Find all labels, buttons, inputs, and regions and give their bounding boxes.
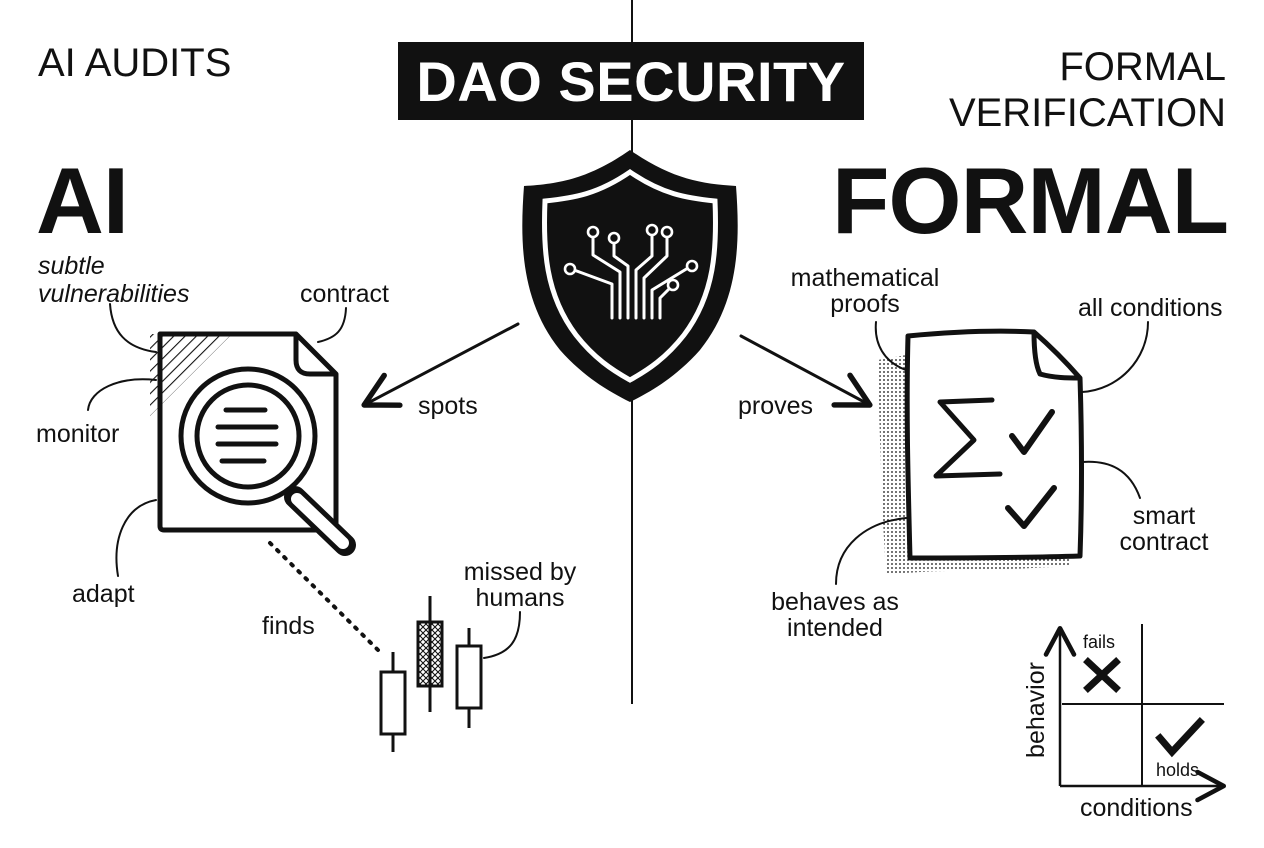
label-finds: finds bbox=[262, 612, 315, 640]
label-behaves-line2: intended bbox=[787, 614, 883, 642]
check-icon bbox=[1155, 717, 1205, 758]
quadrant-label-holds: holds bbox=[1156, 760, 1200, 780]
check-icon bbox=[1009, 409, 1055, 455]
left-heading-big: AI bbox=[36, 148, 129, 253]
right-heading-big: FORMAL bbox=[831, 148, 1229, 253]
leader-missed bbox=[483, 611, 521, 659]
magnifier-document-icon bbox=[150, 331, 356, 556]
leader-contract bbox=[317, 307, 347, 343]
label-math-line2: proofs bbox=[830, 290, 900, 318]
label-missed-line1: missed by bbox=[463, 558, 577, 586]
hatched-corner bbox=[150, 334, 232, 416]
sigma-document-icon bbox=[878, 328, 1084, 574]
quadrant-diagram bbox=[1043, 624, 1227, 803]
page-title: DAO SECURITY bbox=[398, 42, 864, 120]
label-math-line1: mathematical bbox=[790, 264, 940, 292]
label-subtle-line2: vulnerabilities bbox=[38, 280, 190, 308]
leader-subtle bbox=[109, 303, 157, 353]
arrow-to-formal-document bbox=[739, 334, 873, 408]
quadrant-label-fails: fails bbox=[1083, 632, 1116, 652]
label-missed-line2: humans bbox=[475, 584, 565, 612]
shield-circuit-icon bbox=[522, 150, 738, 402]
quadrant-x-axis-label: conditions bbox=[1080, 794, 1193, 822]
leader-monitor bbox=[87, 378, 157, 411]
candlestick-icon bbox=[379, 596, 483, 752]
check-icon bbox=[1005, 485, 1057, 529]
leader-smart bbox=[1081, 460, 1141, 499]
label-subtle-line1: subtle bbox=[38, 252, 105, 280]
arrow-to-ai-document bbox=[361, 322, 520, 408]
right-heading-small-line1: FORMAL bbox=[1059, 45, 1226, 89]
dotted-finds-line bbox=[268, 541, 382, 654]
leader-behaves bbox=[835, 517, 907, 585]
leader-adapt bbox=[115, 499, 157, 577]
quadrant-y-axis-label: behavior bbox=[1022, 662, 1050, 758]
label-all-conditions: all conditions bbox=[1078, 294, 1223, 322]
left-heading-small: AI AUDITS bbox=[38, 41, 232, 85]
label-behaves-line1: behaves as bbox=[771, 588, 899, 616]
label-proves: proves bbox=[738, 392, 814, 420]
leader-all-conditions bbox=[1081, 321, 1149, 393]
cross-icon bbox=[1083, 657, 1121, 693]
label-smart-line1: smart bbox=[1132, 502, 1196, 530]
label-adapt: adapt bbox=[72, 580, 135, 608]
label-spots: spots bbox=[418, 392, 478, 420]
label-contract: contract bbox=[300, 280, 389, 308]
right-heading-small-line2: VERIFICATION bbox=[948, 91, 1226, 135]
label-monitor: monitor bbox=[36, 420, 120, 448]
label-smart-line2: contract bbox=[1119, 528, 1209, 556]
leader-math bbox=[874, 321, 907, 371]
